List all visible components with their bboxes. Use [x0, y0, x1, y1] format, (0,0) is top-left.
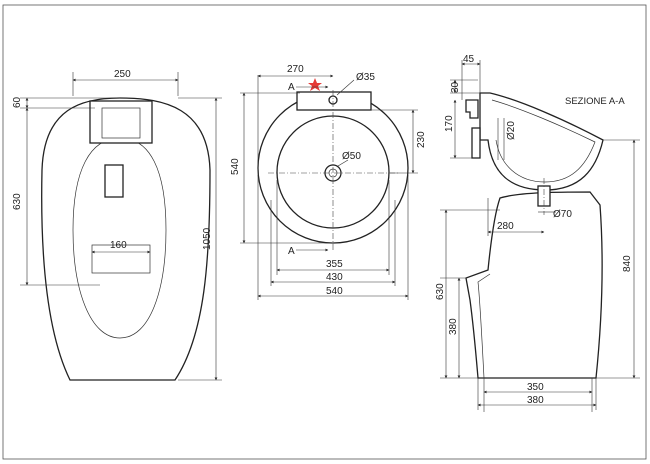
section-back-stem — [471, 127, 481, 159]
front-lower-panel — [91, 244, 151, 274]
section-tap-icon — [465, 99, 479, 119]
section-basin-inner — [491, 99, 596, 183]
top-dim-430: 430 — [326, 272, 343, 283]
top-section-mark-top: A — [288, 82, 295, 93]
top-dim-hole-35: Ø35 — [356, 72, 375, 83]
section-pedestal — [465, 191, 603, 379]
sheet-frame — [2, 4, 647, 460]
section-dim-840: 840 — [622, 255, 633, 272]
front-dim-250: 250 — [114, 69, 131, 80]
section-dim-45: 45 — [463, 54, 475, 65]
section-dim-380-bottom: 380 — [527, 395, 544, 406]
section-dim-30: 30 — [450, 81, 461, 93]
section-dim-70: Ø70 — [553, 209, 572, 220]
section-dim-380: 380 — [448, 318, 459, 335]
section-title: SEZIONE A-A — [565, 96, 625, 107]
top-dim-270: 270 — [287, 64, 304, 75]
top-dim-230: 230 — [416, 131, 427, 148]
top-section-mark-bottom: A — [288, 246, 295, 257]
section-dim-20: Ø20 — [506, 121, 517, 140]
front-dim-60: 60 — [12, 96, 23, 108]
front-basin-inner — [101, 107, 141, 139]
top-back-ledge — [296, 91, 372, 111]
section-view: SEZIONE A-A 45 30 170 Ø20 Ø70 2 — [435, 54, 640, 412]
front-dim-160: 160 — [110, 240, 127, 251]
front-basin-head — [89, 100, 153, 144]
top-view: 270 Ø35 Ø50 A A 540 230 355 430 540 — [230, 64, 427, 300]
front-spout — [104, 164, 124, 198]
top-dim-540: 540 — [326, 286, 343, 297]
front-inner-oval — [72, 137, 167, 339]
red-star-icon — [308, 78, 322, 91]
front-body-outline — [41, 97, 211, 381]
top-dim-540-vertical: 540 — [230, 158, 241, 175]
top-dim-drain-50: Ø50 — [342, 151, 361, 162]
top-dim-355: 355 — [326, 259, 343, 270]
section-dim-170: 170 — [444, 115, 455, 132]
section-dim-630: 630 — [435, 283, 446, 300]
front-dim-1050: 1050 — [202, 227, 213, 250]
section-pedestal-inner — [477, 273, 491, 379]
front-view: 250 160 60 630 1050 — [12, 69, 222, 381]
section-basin — [479, 92, 604, 191]
front-dim-630: 630 — [12, 193, 23, 210]
section-dim-280: 280 — [497, 221, 514, 232]
section-dim-350: 350 — [527, 382, 544, 393]
